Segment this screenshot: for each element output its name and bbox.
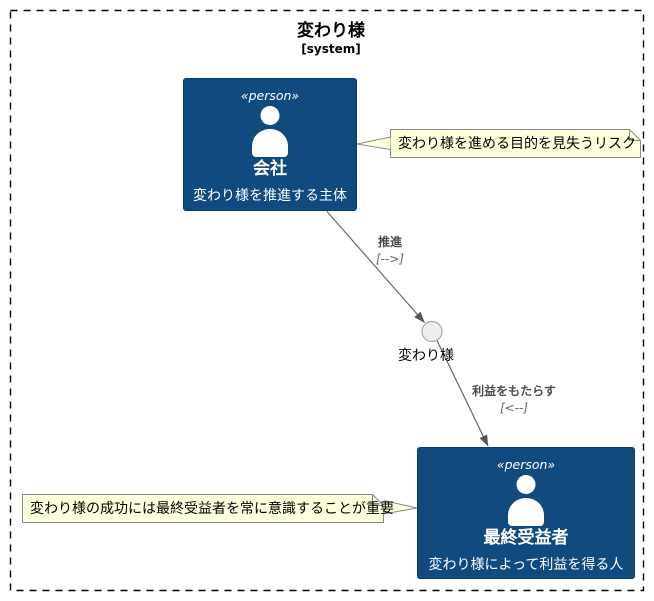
promote-direction: [-->] <box>375 252 405 266</box>
note-importance-fold <box>372 494 384 506</box>
benefit-label: 利益をもたらす <box>472 384 556 398</box>
note-risk-pointer <box>356 136 391 150</box>
beneficiary-description: 変わり様によって利益を得る人 <box>428 557 624 573</box>
beneficiary-stereotype: «person» <box>496 457 556 472</box>
company-stereotype: «person» <box>240 88 300 103</box>
change-node-label: 変わり様 <box>398 348 454 364</box>
person-box-company: «person» 会社 変わり様を推進する主体 <box>183 78 357 211</box>
note-risk-shape <box>390 129 641 158</box>
diagram-title: 変わり様 <box>297 21 365 41</box>
promote-arrow <box>326 211 425 323</box>
note-risk-text: 変わり様を進める目的を見失うリスク <box>398 136 636 152</box>
person-box-beneficiary: «person» 最終受益者 変わり様によって利益を得る人 <box>417 447 635 579</box>
company-description: 変わり様を推進する主体 <box>193 188 347 204</box>
promote-relation-label: 推進 [-->] <box>348 235 432 266</box>
benefit-direction: [<--] <box>499 401 529 415</box>
benefit-relation-label: 利益をもたらす [<--] <box>462 384 566 415</box>
note-importance-text: 変わり様の成功には最終受益者を常に意識することが重要 <box>30 501 394 517</box>
person-icon <box>508 475 544 526</box>
diagram-title-block: 変わり様 [system] <box>231 21 431 56</box>
company-name: 会社 <box>253 159 287 179</box>
diagram-subtitle: [system] <box>301 42 361 56</box>
beneficiary-name: 最終受益者 <box>483 528 569 548</box>
note-risk-fold <box>629 129 641 141</box>
system-boundary-border <box>9 9 645 592</box>
change-node-circle <box>421 321 443 342</box>
benefit-arrow <box>436 340 489 447</box>
promote-label: 推進 <box>377 235 402 249</box>
person-icon <box>252 106 288 157</box>
